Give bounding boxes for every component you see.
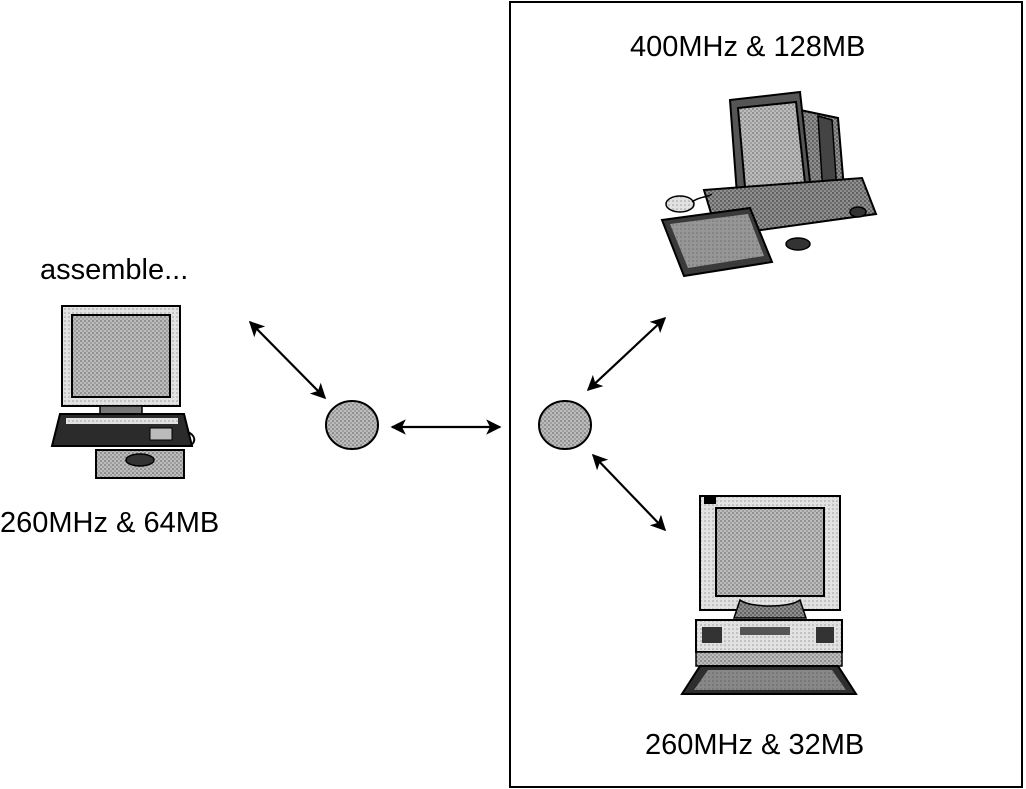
arrow-node-to-top-server	[586, 316, 667, 392]
network-node-left	[325, 400, 379, 450]
client-status-label: assemble...	[40, 254, 189, 286]
desktop-computer-icon	[680, 495, 858, 695]
server-top-spec-label: 400MHz & 128MB	[630, 31, 866, 63]
client-spec-label: 260MHz & 64MB	[0, 507, 220, 539]
arrow-client-to-node	[248, 320, 327, 400]
network-node-right	[538, 400, 592, 450]
server-group-box	[509, 1, 1023, 788]
arrow-node-to-bottom-server	[591, 453, 667, 532]
server-bottom-spec-label: 260MHz & 32MB	[645, 729, 865, 761]
workstation-icon	[660, 90, 878, 278]
desktop-computer-icon	[50, 305, 196, 479]
